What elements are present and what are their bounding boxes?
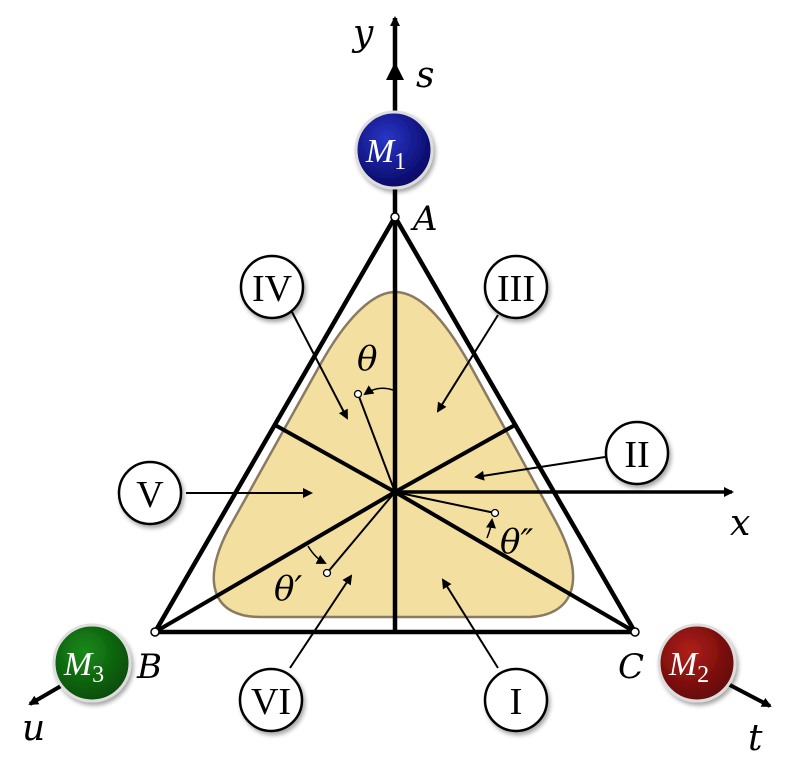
mass-m3-sub: 3	[92, 662, 104, 688]
mass-m3: M3	[52, 623, 132, 703]
vertex-label-c: C	[618, 647, 644, 687]
callout-arrow-iii	[436, 314, 499, 413]
s-axis-arrow	[386, 62, 404, 80]
theta-prime-ray	[326, 491, 396, 574]
axis-label-y: y	[351, 13, 374, 54]
region-label-ii: II	[604, 420, 670, 486]
region-label-v: V	[117, 460, 183, 526]
axis-label-u: u	[22, 708, 45, 749]
vertex-label-b: B	[136, 647, 162, 687]
region-label-vi: VI	[238, 667, 304, 733]
theta-prime-arc	[307, 545, 327, 564]
vertex-a-point	[390, 212, 400, 222]
callout-arrow-i	[441, 578, 499, 669]
callout-arrow-ii	[474, 456, 606, 481]
theta-arc	[363, 385, 394, 396]
mass-m2-name: M	[668, 646, 699, 683]
theta-ray	[357, 393, 396, 493]
theta-double-prime-arc	[486, 518, 496, 539]
region-iv-text: IV	[252, 268, 293, 310]
angle-label-theta: θ	[357, 339, 377, 379]
mass-m2: M2	[657, 623, 737, 703]
theta-point	[353, 389, 363, 399]
region-ii-text: II	[624, 434, 649, 476]
divider-line-b	[153, 490, 397, 634]
theta-prime-point	[322, 568, 332, 578]
region-v-text: V	[136, 474, 164, 516]
theta-double-prime-point	[490, 508, 500, 518]
region-label-iv: IV	[239, 254, 305, 320]
axis-label-t: t	[748, 718, 763, 759]
divider-line-c	[393, 490, 637, 634]
callout-arrow-vi	[289, 574, 353, 669]
theta-double-prime-ray	[394, 491, 496, 514]
region-vi-text: VI	[251, 681, 291, 723]
region-label-iii: III	[483, 254, 549, 320]
mass-m2-sub: 2	[697, 662, 709, 688]
mass-m3-name: M	[63, 646, 94, 683]
vertex-b-point	[150, 627, 160, 637]
angle-label-theta-double-prime: θ″	[500, 522, 533, 562]
mass-m1: M1	[354, 110, 434, 190]
region-i-text: I	[510, 681, 523, 723]
divider-iv-v	[274, 423, 396, 494]
axis-label-s: s	[416, 55, 434, 96]
vertex-c-point	[630, 627, 640, 637]
axis-label-x: x	[730, 503, 750, 544]
callout-arrow-iv	[291, 311, 348, 420]
angle-label-theta-prime: θ′	[274, 569, 302, 609]
svg-text:M3: M3	[63, 646, 104, 688]
region-iii-text: III	[497, 268, 535, 310]
region-label-i: I	[483, 667, 549, 733]
mass-m1-sub: 1	[394, 149, 406, 175]
mass-m1-name: M	[365, 133, 396, 170]
svg-text:M1: M1	[365, 133, 406, 175]
svg-text:M2: M2	[668, 646, 709, 688]
vertex-label-a: A	[410, 199, 438, 239]
divider-ii-iii	[394, 423, 516, 494]
